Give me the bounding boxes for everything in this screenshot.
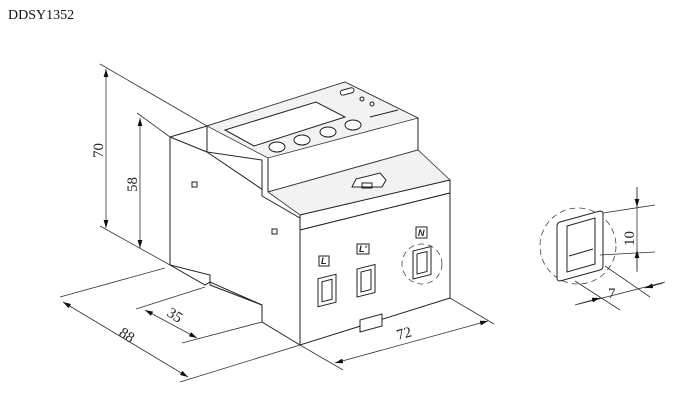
terminal-N: N — [401, 226, 443, 285]
svg-text:72: 72 — [395, 325, 414, 344]
model-title: DDSY1352 — [8, 8, 75, 23]
svg-text:10: 10 — [622, 231, 638, 246]
svg-text:70: 70 — [91, 143, 107, 158]
svg-text:L': L' — [359, 244, 367, 254]
dim-88: 88 — [59, 267, 301, 383]
terminal-L: L — [317, 255, 337, 308]
dim-58: 58 — [125, 112, 171, 248]
button-4[interactable] — [344, 119, 362, 131]
buttons — [268, 119, 362, 153]
button-3[interactable] — [319, 126, 337, 138]
button-2[interactable] — [293, 134, 311, 146]
dim-35: 35 — [135, 286, 263, 344]
svg-text:N: N — [418, 228, 425, 238]
dim-72: 72 — [299, 297, 495, 371]
svg-text:58: 58 — [125, 177, 141, 192]
svg-text:88: 88 — [116, 325, 137, 347]
svg-text:L: L — [321, 256, 327, 266]
dim-70: 70 — [91, 63, 208, 266]
terminal-L-prime: L' — [356, 243, 376, 298]
svg-text:7: 7 — [608, 286, 616, 302]
svg-text:35: 35 — [164, 305, 185, 327]
terminal-detail: 10 7 — [539, 187, 666, 311]
meter-body — [169, 81, 451, 346]
button-1[interactable] — [268, 141, 286, 153]
